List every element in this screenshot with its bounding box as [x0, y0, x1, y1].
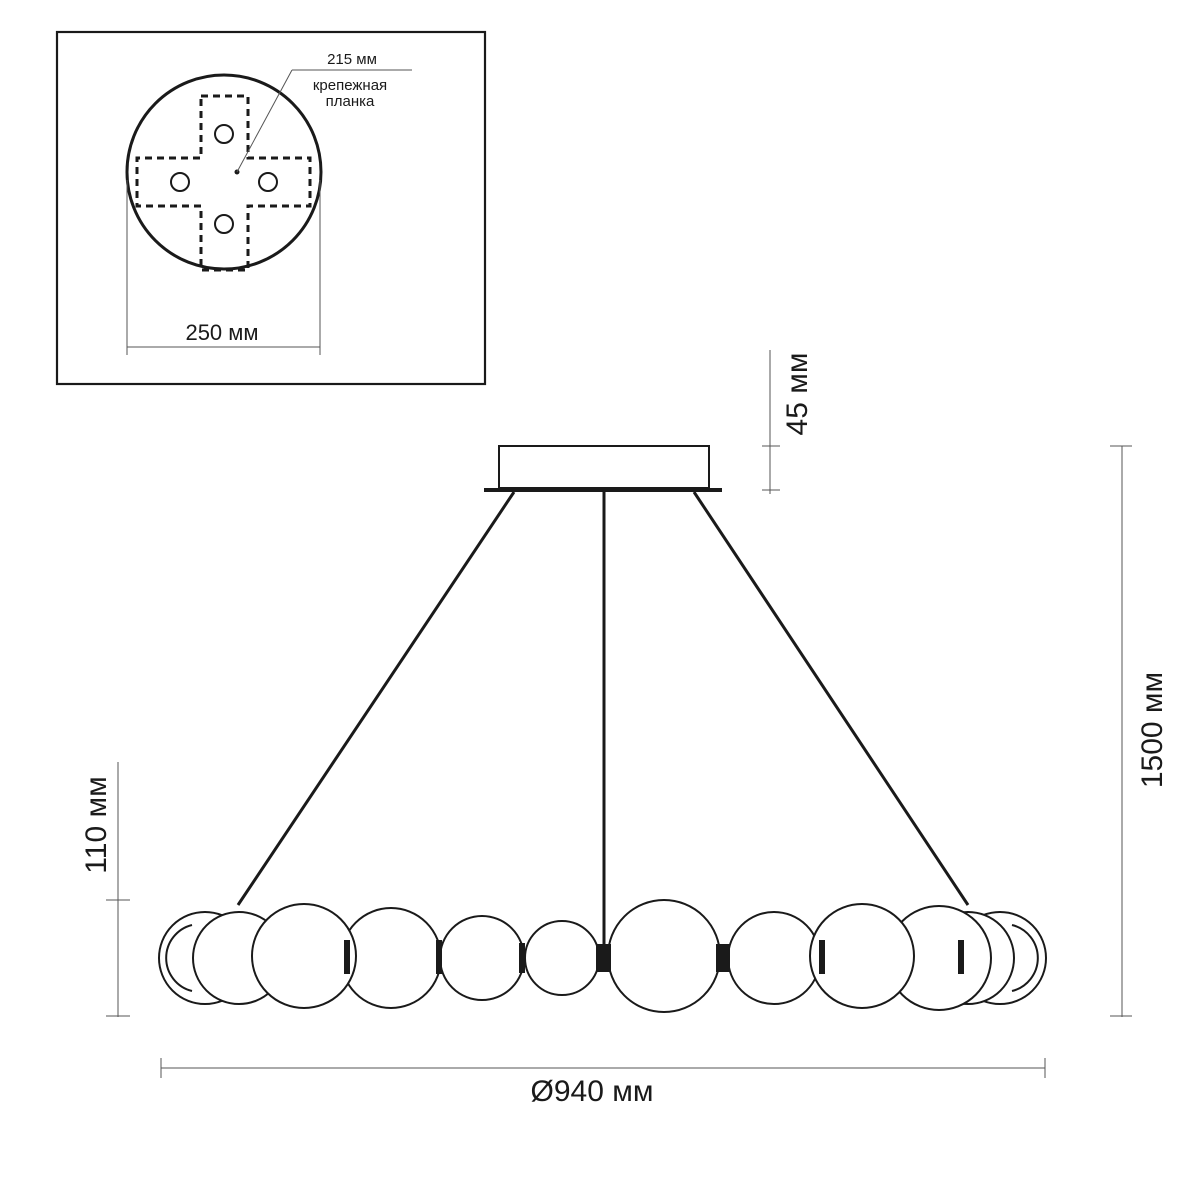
total-height-label: 1500 мм	[1136, 672, 1169, 788]
mount-hole-top	[214, 124, 234, 144]
connector-5-6	[519, 943, 525, 973]
connector-8-9	[819, 940, 825, 974]
plate-label-line1: крепежная	[313, 77, 387, 94]
sphere-height-label: 110 мм	[80, 776, 113, 873]
canopy-height-label: 45 мм	[781, 353, 814, 436]
diameter-label: Ø940 мм	[531, 1075, 654, 1108]
mounting-plate-cross	[135, 94, 312, 272]
plate-leader-line	[236, 69, 293, 173]
sphere-13-inner-arc	[1011, 924, 1039, 992]
plate-label-line2: планка	[326, 93, 375, 110]
canopy-diameter-label: 250 мм	[185, 320, 258, 345]
sphere-ring	[158, 899, 1047, 1013]
sphere-5	[439, 915, 525, 1001]
sphere-7	[607, 899, 721, 1013]
sphere-1-inner-arc	[165, 924, 193, 992]
sphere-6	[524, 920, 600, 996]
canopy-body	[498, 445, 710, 489]
mount-hole-bottom	[214, 214, 234, 234]
sphere-3	[251, 903, 357, 1009]
canopy-top-circle	[125, 73, 323, 271]
plate-dimension-label: 215 мм	[327, 51, 377, 68]
mounting-inset: 215 мм крепежная планка 250 мм	[55, 30, 487, 386]
cable-left	[236, 491, 516, 906]
cable-right	[692, 491, 970, 906]
connector-6-7	[596, 944, 611, 972]
connector-3-4	[344, 940, 350, 974]
connector-4-5	[436, 940, 442, 974]
lamp-elevation: 45 мм 1500 мм 110 мм Ø940 мм	[80, 350, 1169, 1108]
mount-hole-left	[170, 172, 190, 192]
mount-hole-right	[258, 172, 278, 192]
sphere-connectors	[344, 940, 964, 974]
connector-7-8	[716, 944, 730, 972]
sphere-10	[809, 903, 915, 1009]
connector-11-12	[958, 940, 964, 974]
sphere-8	[727, 911, 821, 1005]
